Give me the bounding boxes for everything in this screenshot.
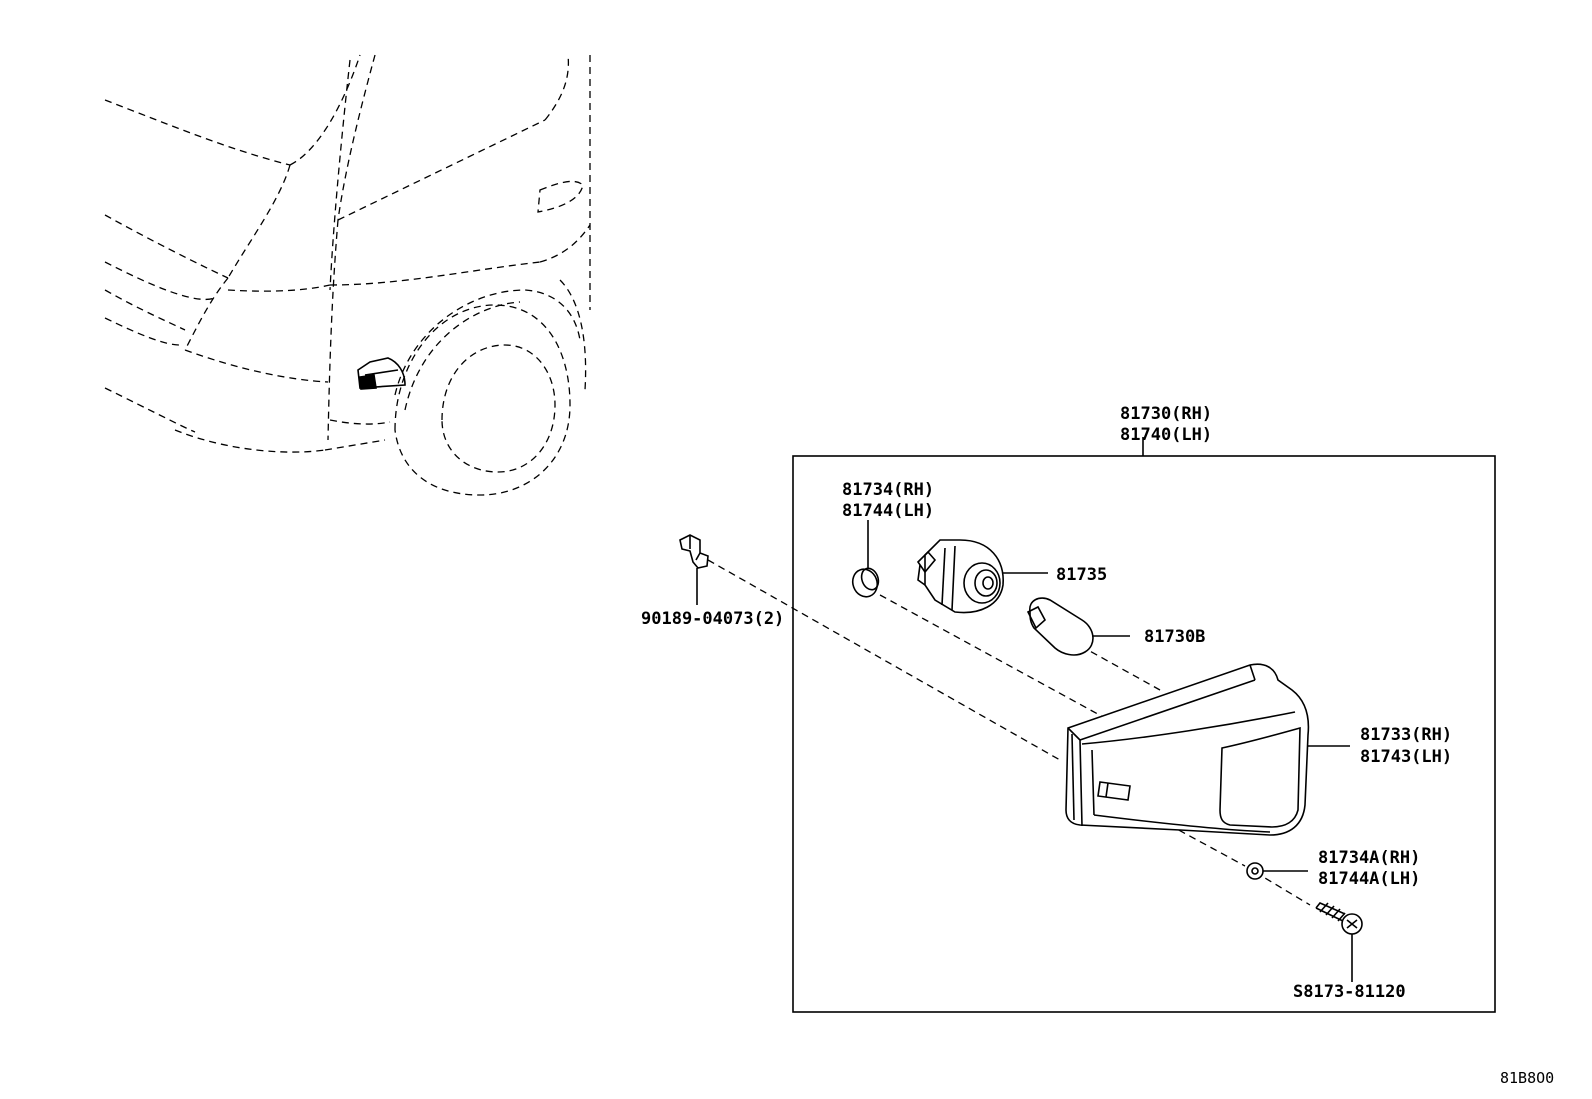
clip-part [679,534,709,605]
label-lens-lh: 81743(LH) [1360,747,1452,767]
vehicle-outline [104,54,591,496]
label-assy-rh: 81730(RH) [1120,404,1212,424]
label-screw: S8173-81120 [1293,982,1406,1002]
gasket-part [851,520,880,598]
label-bulb: 81730B [1144,627,1205,647]
label-socket: 81735 [1056,565,1107,585]
socket-part [916,539,1048,614]
screw-part [1315,902,1363,982]
label-lens-rh: 81733(RH) [1360,725,1452,745]
label-assy-lh: 81740(LH) [1120,425,1212,445]
bulb-part [1026,597,1130,656]
label-gasket-lh: 81744(LH) [842,501,934,521]
label-nut-rh: 81734A(RH) [1318,848,1420,868]
label-nut-lh: 81744A(LH) [1318,869,1420,889]
nut-part [1246,862,1308,880]
diagram-code: 81B8O0 [1500,1069,1554,1087]
lens-part [1065,663,1350,836]
label-gasket-rh: 81734(RH) [842,480,934,500]
label-clip: 90189-04073(2) [641,609,784,629]
assembly-frame [792,455,1496,1013]
